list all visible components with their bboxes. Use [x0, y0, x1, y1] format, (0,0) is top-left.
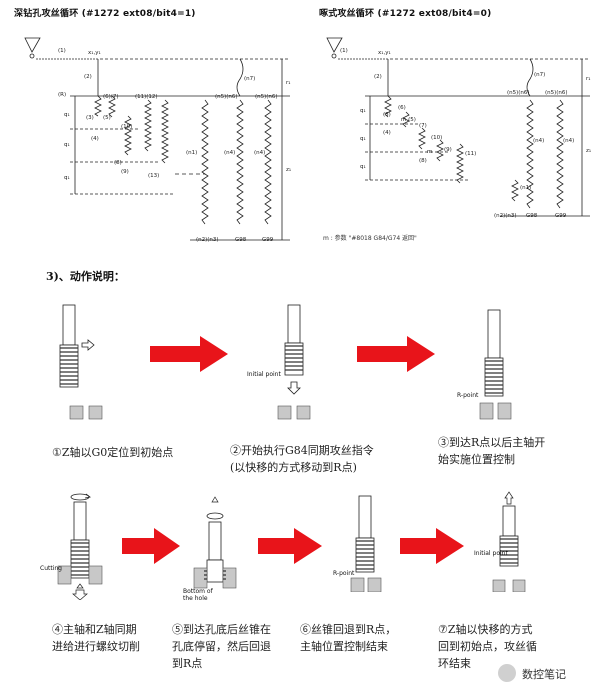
svg-text:(n1): (n1) — [186, 150, 197, 156]
workpiece-block — [88, 405, 103, 420]
step3-illustration — [479, 309, 512, 420]
svg-text:(11): (11) — [465, 151, 476, 157]
svg-text:(2): (2) — [374, 74, 382, 80]
red-arrow-icon — [400, 528, 464, 564]
step4-label: Cutting — [40, 565, 62, 572]
tap-shank — [62, 304, 76, 346]
svg-text:(R): (R) — [58, 92, 66, 98]
step1-caption: ①Z轴以G0定位到初始点 — [52, 446, 174, 459]
svg-text:(n5)(n6): (n5)(n6) — [507, 90, 530, 96]
svg-text:(n5)(n6): (n5)(n6) — [545, 90, 568, 96]
svg-text:(8): (8) — [114, 160, 122, 166]
svg-text:(1): (1) — [58, 48, 66, 54]
svg-text:(7): (7) — [419, 123, 427, 129]
right-diagram-title: 啄式攻丝循环 (#1272 ext08/bit4=0) — [319, 9, 492, 19]
svg-text:(n4): (n4) — [254, 150, 265, 156]
rotate-icon — [206, 512, 224, 520]
svg-text:z₁: z₁ — [286, 167, 291, 173]
red-arrow-icon — [258, 528, 322, 564]
svg-text:(9): (9) — [121, 169, 129, 175]
up-arrow-icon — [504, 491, 514, 505]
svg-text:(8): (8) — [419, 158, 427, 164]
step4-illustration — [57, 493, 103, 600]
svg-text:G99: G99 — [262, 237, 274, 243]
svg-text:G98: G98 — [526, 213, 538, 219]
step3-label: R-point — [457, 392, 479, 399]
step6-label: R-point — [333, 570, 355, 577]
svg-text:(4): (4) — [91, 136, 99, 142]
move-arrow-icon — [81, 339, 95, 351]
svg-text:(5): (5) — [103, 115, 111, 121]
svg-text:(n4): (n4) — [224, 150, 235, 156]
svg-text:(3): (3) — [383, 112, 391, 118]
svg-text:(n1): (n1) — [520, 185, 531, 191]
rotate-icon — [70, 493, 90, 501]
svg-text:(1): (1) — [340, 48, 348, 54]
step4-caption: ④主轴和Z轴同期 进给进行螺纹切削 — [52, 623, 140, 653]
svg-text:z₁: z₁ — [586, 148, 591, 154]
step5-illustration — [193, 496, 237, 589]
svg-text:q₁: q₁ — [64, 112, 70, 118]
down-arrow-icon — [72, 583, 88, 600]
svg-text:(13): (13) — [148, 173, 159, 179]
step1-illustration — [59, 304, 103, 420]
step6-illustration — [350, 495, 382, 592]
svg-text:G99: G99 — [555, 213, 567, 219]
svg-text:(2): (2) — [84, 74, 92, 80]
step7-caption: ⑦Z轴以快移的方式 回到初始点，攻丝循 环结束 — [438, 623, 537, 670]
svg-text:(6)(7): (6)(7) — [103, 94, 119, 100]
svg-text:q₁: q₁ — [64, 175, 70, 181]
svg-text:(n2)(n3): (n2)(n3) — [494, 213, 517, 219]
step2-label: Initial point — [247, 371, 281, 378]
svg-text:x₁,y₁: x₁,y₁ — [378, 50, 391, 56]
svg-text:q₁: q₁ — [360, 136, 366, 142]
step7-illustration — [492, 491, 526, 592]
svg-text:x₁,y₁: x₁,y₁ — [88, 50, 101, 56]
svg-text:(n5)(n6): (n5)(n6) — [255, 94, 278, 100]
up-arrow-icon — [211, 496, 219, 503]
svg-text:(n4): (n4) — [533, 138, 544, 144]
svg-text:(10): (10) — [121, 124, 132, 130]
svg-text:(10): (10) — [431, 135, 442, 141]
down-arrow-icon — [287, 381, 301, 395]
svg-text:(n4): (n4) — [563, 138, 574, 144]
step6-caption: ⑥丝锥回退到R点， 主轴位置控制结束 — [300, 623, 397, 653]
svg-text:q₁: q₁ — [360, 108, 366, 114]
workpiece-block — [69, 405, 84, 420]
red-arrow-icon — [150, 336, 228, 372]
step2-caption: ②开始执行G84同期攻丝指令 (以快移的方式移动到R点) — [230, 444, 374, 474]
watermark-text: 数控笔记 — [522, 668, 566, 681]
wechat-logo-icon — [498, 664, 516, 682]
tap-thread — [59, 344, 79, 388]
svg-text:m: m — [427, 149, 432, 155]
svg-text:(3): (3) — [86, 115, 94, 121]
svg-text:q₁: q₁ — [64, 142, 70, 148]
parameter-note: m : 参数 "#8018 G84/G74 返回" — [323, 235, 417, 242]
svg-text:(n7): (n7) — [534, 72, 545, 78]
step3-caption: ③到达R点以后主轴开 始实施位置控制 — [438, 436, 546, 466]
svg-text:G98: G98 — [235, 237, 247, 243]
tapping-cycle-diagrams: (1)x₁,y₁ (2)(R) (6)(7)(11)(12) (3)(5)(4)… — [24, 37, 591, 243]
svg-text:(6): (6) — [398, 105, 406, 111]
svg-text:r₁: r₁ — [586, 76, 590, 82]
section-heading: 3)、动作说明： — [46, 270, 125, 283]
step7-label: Initial point — [474, 550, 508, 557]
svg-text:r₁: r₁ — [286, 80, 290, 86]
svg-text:(n5)(n6): (n5)(n6) — [215, 94, 238, 100]
red-arrow-icon — [122, 528, 180, 564]
svg-text:(9): (9) — [444, 147, 452, 153]
step5-label: Bottom of the hole — [183, 588, 213, 602]
step5-caption: ⑤到达孔底后丝锥在 孔底停留，然后回退 到R点 — [172, 623, 271, 670]
svg-text:(n2)(n3): (n2)(n3) — [196, 237, 219, 243]
svg-text:(n7): (n7) — [244, 76, 255, 82]
svg-text:(4): (4) — [383, 130, 391, 136]
svg-text:m (5): m (5) — [401, 117, 416, 123]
red-arrow-icon — [357, 336, 435, 372]
svg-text:(11)(12): (11)(12) — [135, 94, 158, 100]
step2-illustration — [277, 304, 311, 420]
left-diagram-title: 深钻孔攻丝循环 (#1272 ext08/bit4=1) — [14, 9, 196, 19]
svg-text:q₁: q₁ — [360, 164, 366, 170]
